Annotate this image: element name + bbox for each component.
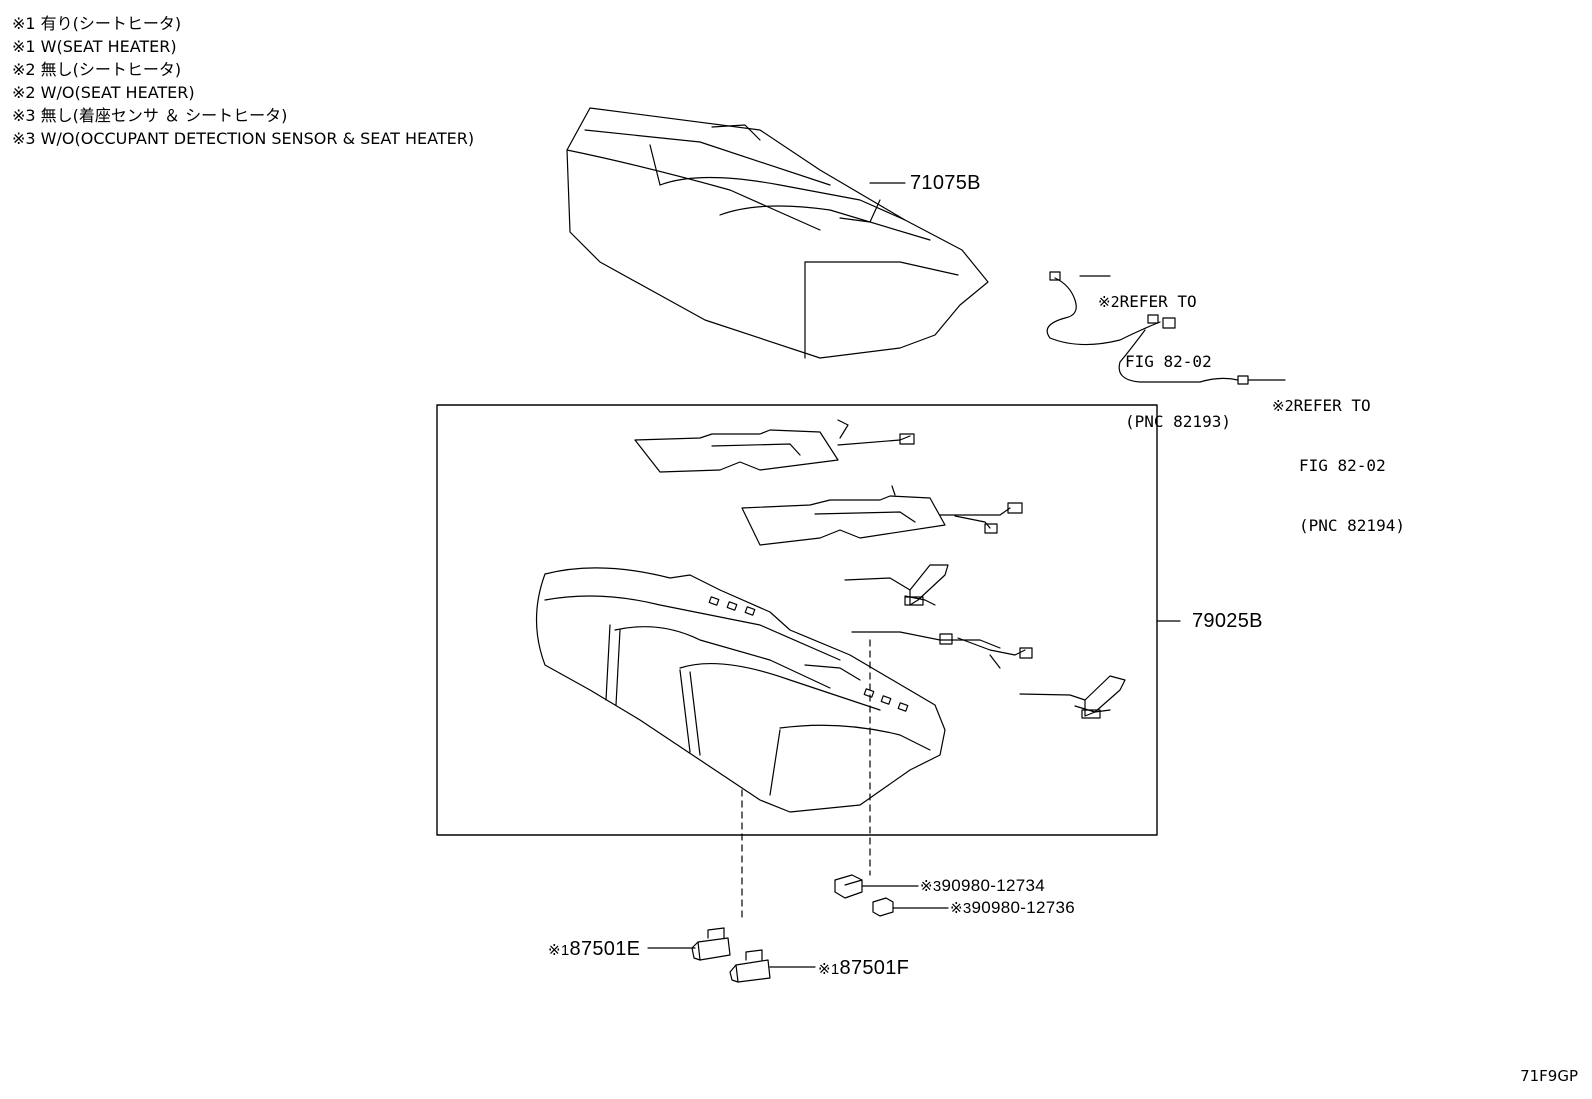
note-mark: ※2	[1272, 397, 1294, 415]
note-mark: ※1	[548, 942, 570, 959]
note-6: ※3 W/O(OCCUPANT DETECTION SENSOR & SEAT …	[12, 129, 475, 148]
part-label-90980-12734: ※390980-12734	[920, 876, 1045, 897]
part-label-87501f: ※187501F	[818, 957, 909, 981]
part-number: 87501F	[839, 957, 910, 979]
note-2: ※1 W(SEAT HEATER)	[12, 37, 177, 56]
reference-line: FIG 82-02	[1299, 456, 1386, 475]
reference-line: REFER TO	[1119, 292, 1197, 311]
part-label-79025b: 79025B	[1192, 610, 1263, 632]
figure-code: 71F9GP	[1520, 1067, 1578, 1085]
clips-drawing	[835, 875, 948, 916]
note-1: ※1 有り(シートヒータ)	[12, 14, 182, 33]
reference-callout-82194: ※2REFER TO FIG 82-02 (PNC 82194)	[1272, 356, 1405, 576]
part-number: 90980-12734	[941, 876, 1046, 895]
seat-cushion-drawing	[537, 568, 946, 812]
note-3: ※2 無し(シートヒータ)	[12, 60, 182, 79]
note-mark: ※3	[950, 900, 972, 917]
seat-cover-drawing	[567, 108, 988, 358]
wire-harness-drawing	[1047, 272, 1285, 384]
reference-line: REFER TO	[1293, 396, 1371, 415]
connectors-drawing	[648, 928, 815, 982]
reference-callout-82193: ※2REFER TO FIG 82-02 (PNC 82193)	[1098, 252, 1231, 472]
note-5: ※3 無し(着座センサ ＆ シートヒータ)	[12, 106, 288, 125]
reference-line: (PNC 82194)	[1299, 516, 1405, 535]
reference-line: (PNC 82193)	[1125, 412, 1231, 431]
note-mark: ※2	[1098, 293, 1120, 311]
part-label-71075b: 71075B	[910, 172, 981, 194]
note-mark: ※3	[920, 878, 942, 895]
note-mark: ※1	[818, 961, 840, 978]
note-4: ※2 W/O(SEAT HEATER)	[12, 83, 195, 102]
reference-line: FIG 82-02	[1125, 352, 1212, 371]
heater-pads-drawing	[635, 420, 1022, 545]
assembly-frame	[437, 405, 1157, 835]
sensor-sheets-drawing	[845, 565, 1125, 718]
part-number: 90980-12736	[971, 898, 1076, 917]
part-number: 87501E	[569, 938, 641, 960]
part-label-87501e: ※187501E	[548, 938, 640, 962]
part-label-90980-12736: ※390980-12736	[950, 898, 1075, 919]
